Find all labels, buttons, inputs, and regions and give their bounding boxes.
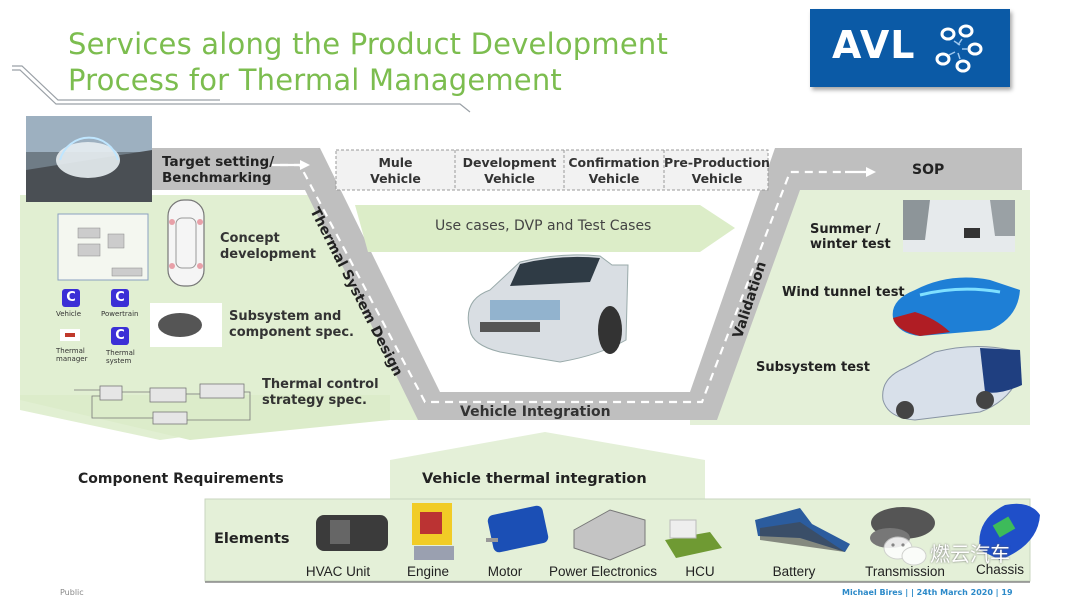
avl-ring-mark-icon	[935, 24, 983, 73]
integration-house	[390, 432, 705, 500]
vehicle-integration-label: Vehicle Integration	[460, 404, 611, 420]
watermark-text: 燃云汽车	[930, 542, 1010, 566]
element-chassis: Chassis	[975, 562, 1024, 577]
wechat-watermark-icon	[883, 536, 927, 566]
control-block-diagram	[74, 383, 251, 425]
car-topview	[167, 199, 205, 287]
battery-image	[755, 508, 850, 552]
hvac-unit-image	[316, 515, 388, 551]
wind-tunnel-image	[892, 277, 1020, 336]
use-cases-arrow	[355, 205, 735, 252]
subsystem-test-label: Subsystem test	[756, 360, 870, 375]
avl-logo: AVL	[810, 9, 1010, 87]
element-hcu: HCU	[685, 564, 715, 579]
wind-tunnel-test-label: Wind tunnel test	[782, 285, 905, 300]
title-deco-line-2	[12, 69, 471, 113]
element-battery: Battery	[772, 564, 816, 579]
cruise-vehicle-icon: C	[62, 289, 80, 307]
central-car-image	[467, 254, 629, 363]
component-requirements-label: Component Requirements	[78, 471, 284, 487]
chassis-image	[979, 503, 1040, 560]
title-line-1: Services along the Product Development	[68, 27, 669, 61]
element-engine: Engine	[406, 564, 450, 579]
subsystem-test-image	[882, 345, 1022, 421]
sop-label: SOP	[912, 162, 945, 178]
elements-title: Elements	[214, 531, 290, 547]
stage-strip	[335, 149, 769, 191]
element-power-electronics: Power Electronics	[548, 564, 658, 579]
hcu-image	[665, 519, 722, 558]
summer-winter-test-label: Summer /winter test	[810, 222, 891, 252]
element-motor: Motor	[487, 564, 523, 579]
thermal-manager-logo-icon	[60, 329, 80, 341]
tool-label-powertrain: Powertrain	[101, 310, 139, 318]
logo-text: AVL	[832, 23, 916, 67]
title-line-2: Process for Thermal Management	[68, 63, 563, 97]
v-road	[150, 148, 1022, 420]
author-date-footer: Michael Bires | | 24th March 2020 | 19	[842, 588, 1013, 597]
vehicle-thermal-integration-label: Vehicle thermal integration	[422, 471, 647, 487]
classification-label: Public	[60, 588, 84, 597]
design-chevron	[20, 395, 390, 440]
element-transmission: Transmission	[865, 564, 945, 579]
use-cases-label: Use cases, DVP and Test Cases	[435, 218, 652, 234]
element-hvac-unit: HVAC Unit	[305, 564, 371, 579]
tool-label-vehicle: Vehicle	[56, 310, 82, 318]
engine-image	[412, 503, 454, 560]
cruise-powertrain-icon: C	[111, 289, 129, 307]
target-setting-label: Target setting/ Benchmarking	[162, 154, 275, 186]
motor-image	[486, 505, 549, 553]
power-electronics-image	[573, 509, 646, 561]
title-deco-line-1	[12, 65, 220, 101]
cruise-thermal-system-icon: C	[111, 327, 129, 345]
page-title: Services along the Product Development P…	[68, 26, 668, 98]
